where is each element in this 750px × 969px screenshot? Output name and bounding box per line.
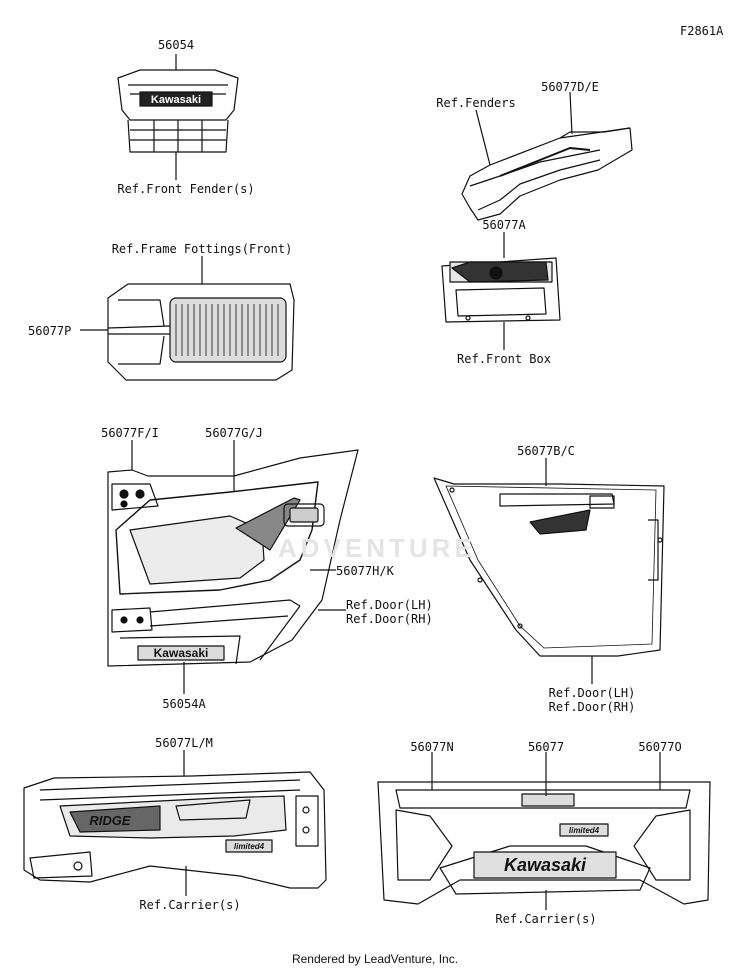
label-56077n[interactable]: 56077N: [410, 740, 454, 754]
front-grille-decal[interactable]: Kawasaki: [117, 69, 239, 153]
label-door-rh-ref: Ref.Door(RH): [346, 612, 433, 626]
label-56077fi[interactable]: 56077F/I: [101, 426, 159, 440]
inner-door-decal[interactable]: [433, 477, 665, 657]
ridge-text: RIDGE: [89, 813, 131, 828]
tailgate-decal[interactable]: Kawasaki limited4: [377, 781, 711, 905]
leader-56077de: [569, 91, 573, 135]
leader-fenders: [475, 109, 491, 166]
label-56077a[interactable]: 56077A: [482, 218, 526, 232]
limited-text-2: limited4: [569, 826, 600, 835]
door-decal-left[interactable]: Kawasaki: [107, 449, 359, 667]
fender-decal[interactable]: [461, 127, 633, 221]
label-56077p[interactable]: 56077P: [28, 324, 72, 338]
label-56077lm[interactable]: 56077L/M: [155, 736, 213, 750]
frame-fittings-decal[interactable]: [107, 283, 295, 381]
grille-brand-text: Kawasaki: [151, 94, 201, 106]
label-fenders-ref: Ref.Fenders: [436, 96, 516, 110]
label-56077[interactable]: 56077: [527, 740, 565, 754]
limited-text-1: limited4: [234, 842, 265, 851]
label-door-rh-ref-2: Ref.Door(RH): [548, 700, 636, 714]
label-carrier-ref-1: Ref.Carrier(s): [139, 898, 241, 912]
label-front-fender-ref: Ref.Front Fender(s): [117, 182, 255, 196]
label-56077de[interactable]: 56077D/E: [541, 80, 599, 94]
label-56054a[interactable]: 56054A: [162, 697, 206, 711]
footer-credit: Rendered by LeadVenture, Inc.: [291, 952, 459, 966]
label-front-box-ref: Ref.Front Box: [457, 352, 551, 366]
carrier-side-decal[interactable]: RIDGE limited4: [23, 771, 327, 889]
label-56054[interactable]: 56054: [157, 38, 195, 52]
label-56077gj[interactable]: 56077G/J: [205, 426, 263, 440]
figure-code: F2861A: [680, 24, 724, 38]
label-56077o[interactable]: 56077O: [638, 740, 682, 754]
label-carrier-ref-2: Ref.Carrier(s): [495, 912, 597, 926]
watermark: ADVENTURE: [278, 533, 476, 563]
label-door-lh-ref-2: Ref.Door(LH): [548, 686, 636, 700]
label-frame-fittings-ref: Ref.Frame Fottings(Front): [111, 242, 293, 256]
label-door-lh-ref: Ref.Door(LH): [346, 598, 433, 612]
tailgate-brand-text: Kawasaki: [504, 855, 587, 875]
door-brand-text: Kawasaki: [154, 646, 209, 660]
label-56077hk[interactable]: 56077H/K: [336, 564, 394, 578]
front-box-decal[interactable]: [441, 257, 561, 323]
label-56077bc[interactable]: 56077B/C: [517, 444, 575, 458]
